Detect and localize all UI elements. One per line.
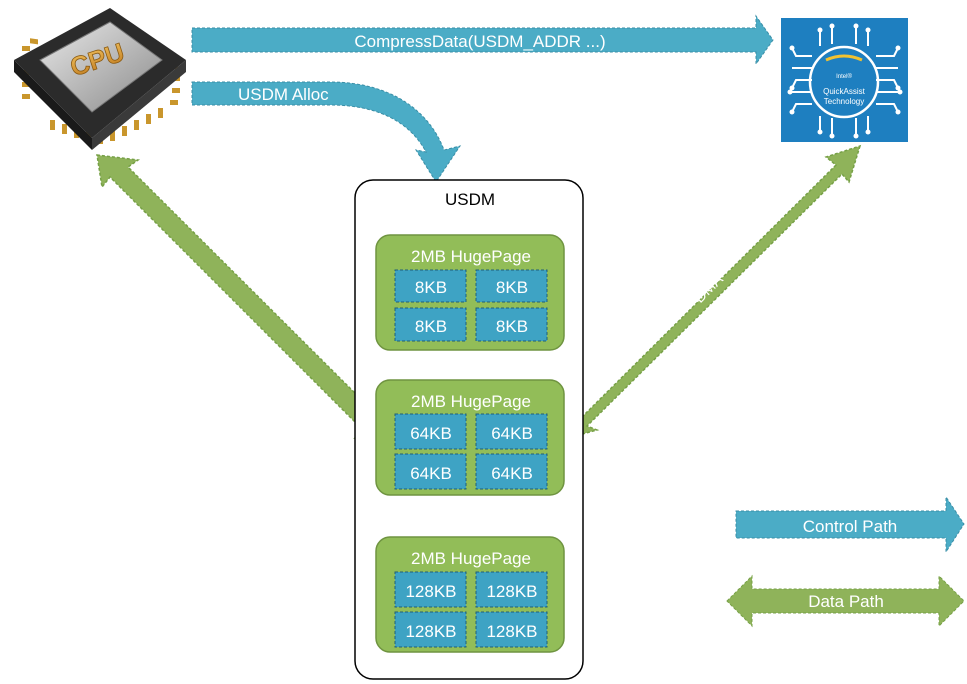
usdm-title: USDM bbox=[445, 190, 495, 209]
memory-block bbox=[394, 307, 467, 342]
block-size-label: 128KB bbox=[405, 622, 456, 641]
cpu-chip-icon: CPU bbox=[14, 8, 186, 150]
block-size-label: 64KB bbox=[410, 424, 452, 443]
usdm-alloc-label: USDM Alloc bbox=[238, 85, 329, 104]
hugepage-title: 2MB HugePage bbox=[411, 549, 531, 568]
block-size-label: 128KB bbox=[405, 582, 456, 601]
legend-data-path: Data Path bbox=[726, 574, 965, 628]
hugepage-title: 2MB HugePage bbox=[411, 247, 531, 266]
legend-control-label: Control Path bbox=[803, 517, 898, 536]
hugepage-64kb: 2MB HugePage 64KB 64KB 64KB 64KB bbox=[375, 379, 565, 496]
memory-block bbox=[394, 611, 467, 648]
block-size-label: 8KB bbox=[496, 317, 528, 336]
compress-data-arrow: CompressData(USDM_ADDR ...) bbox=[191, 14, 774, 66]
memory-block bbox=[475, 269, 548, 303]
legend-data-label: Data Path bbox=[808, 592, 884, 611]
hugepage-128kb: 2MB HugePage 128KB 128KB 128KB 128KB bbox=[375, 536, 565, 653]
qat-name-line2: Technology bbox=[824, 97, 864, 106]
hugepage-title: 2MB HugePage bbox=[411, 392, 531, 411]
memory-block bbox=[475, 413, 548, 450]
qat-brand: Intel® bbox=[836, 73, 852, 80]
memory-block bbox=[475, 453, 548, 490]
hugepage-8kb: 2MB HugePage 8KB 8KB 8KB 8KB bbox=[375, 234, 565, 351]
block-size-label: 128KB bbox=[486, 622, 537, 641]
block-size-label: 8KB bbox=[415, 317, 447, 336]
block-size-label: 8KB bbox=[496, 278, 528, 297]
block-size-label: 64KB bbox=[410, 464, 452, 483]
compress-data-label: CompressData(USDM_ADDR ...) bbox=[354, 32, 605, 51]
block-size-label: 8KB bbox=[415, 278, 447, 297]
memory-block bbox=[475, 571, 548, 608]
memory-block bbox=[475, 611, 548, 648]
cpu-usdm-data-arrow bbox=[96, 154, 391, 439]
memory-block bbox=[394, 413, 467, 450]
block-size-label: 64KB bbox=[491, 424, 533, 443]
memory-block bbox=[394, 453, 467, 490]
legend-control-path: Control Path bbox=[735, 495, 965, 554]
memory-block bbox=[394, 269, 467, 303]
usdm-alloc-arrow: USDM Alloc bbox=[191, 81, 462, 183]
qat-usdm-data-arrow: DMA bbox=[566, 144, 862, 440]
block-size-label: 64KB bbox=[491, 464, 533, 483]
qat-name-line1: QuickAssist bbox=[823, 87, 866, 96]
memory-block bbox=[475, 307, 548, 342]
block-size-label: 128KB bbox=[486, 582, 537, 601]
memory-block bbox=[394, 571, 467, 608]
intel-qat-icon: Intel® QuickAssist Technology bbox=[781, 18, 908, 142]
